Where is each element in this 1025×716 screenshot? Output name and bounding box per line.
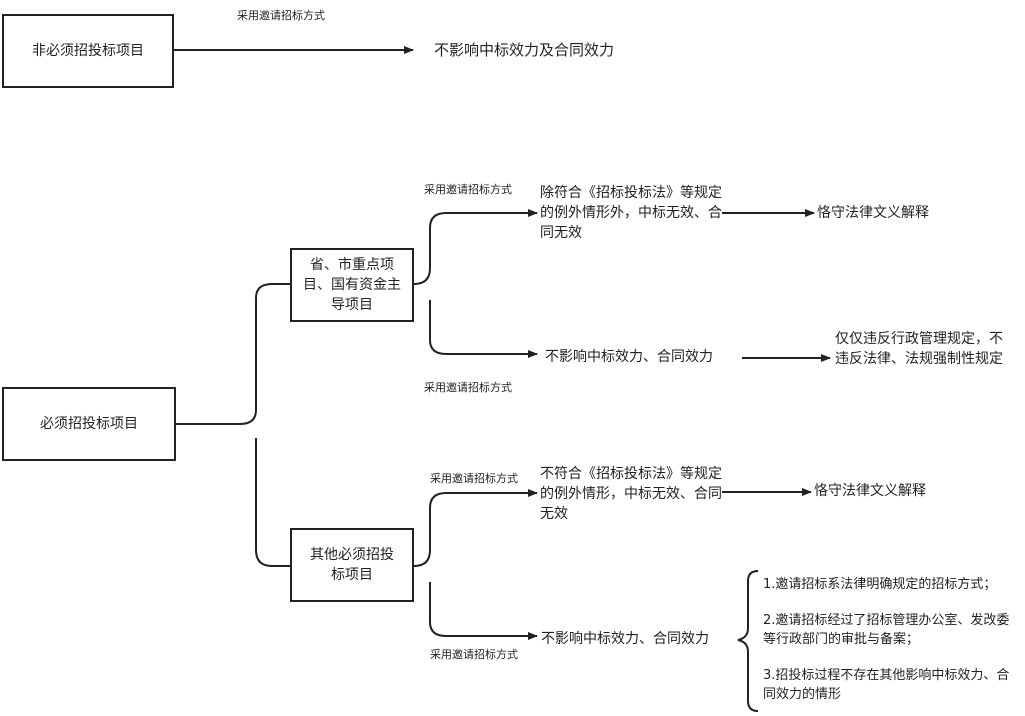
branch-a-upper-final: 恪守法律文义解释 (817, 205, 929, 221)
condition-1: 1.邀请招标系法律明确规定的招标方式； (763, 577, 997, 592)
branch-a-method-lower: 采用邀请招标方式 (424, 381, 512, 394)
top-result: 不影响中标效力及合同效力 (434, 41, 615, 59)
mandatory-project-box: 必须招投标项目 (2, 387, 176, 461)
branch-a-upper-result: 除符合《招标投标法》等规定的例外情形外，中标无效、合同无效 (540, 185, 722, 241)
branch-b-lower-result: 不影响中标效力、合同效力 (541, 631, 709, 647)
branch-a-method-upper: 采用邀请招标方式 (424, 183, 512, 196)
non-mandatory-project-box: 非必须招投标项目 (2, 14, 174, 88)
branch-a-connector (413, 212, 537, 355)
branch-b-box: 其他必须招投标项目 (290, 528, 414, 602)
condition-3: 3.招投标过程不存在其他影响中标效力、合同效力的情形 (763, 668, 1010, 702)
condition-2: 2.邀请招标经过了招标管理办公室、发改委等行政部门的审批与备案； (763, 613, 1010, 647)
branch-b-connector (413, 492, 537, 637)
branch-b-method-lower: 采用邀请招标方式 (430, 648, 518, 661)
branch-b-upper-final: 恪守法律文义解释 (814, 483, 926, 499)
branch-a-lower-final: 仅仅违反行政管理规定，不违反法律、法规强制性规定 (835, 331, 1003, 367)
branch-b-method-upper: 采用邀请招标方式 (430, 472, 518, 485)
top-method-label: 采用邀请招标方式 (237, 9, 325, 22)
branch-b-upper-result: 不符合《招标投标法》等规定的例外情形，中标无效、合同无效 (540, 466, 722, 522)
branch-a-box: 省、市重点项目、国有资金主导项目 (290, 248, 414, 322)
branch-a-lower-result: 不影响中标效力、合同效力 (545, 349, 713, 365)
root-connector (176, 283, 290, 567)
conditions-brace (737, 570, 759, 712)
